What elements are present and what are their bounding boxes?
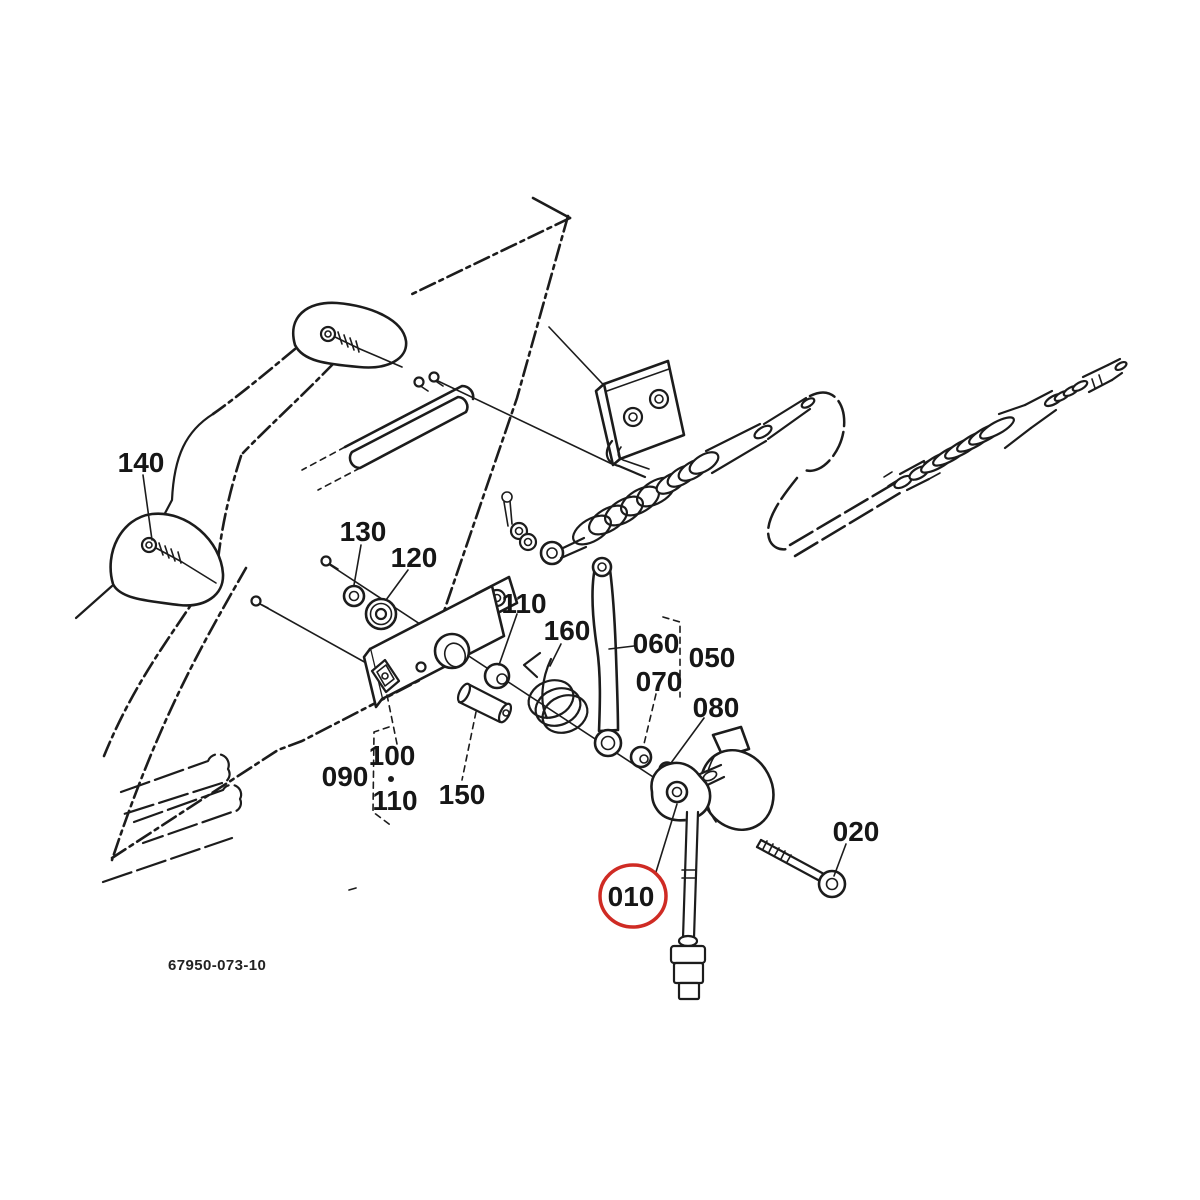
part-label-160[interactable]: 160: [544, 615, 591, 646]
panel-slot: [301, 384, 475, 491]
washer-pair: [509, 521, 538, 552]
part-label-080[interactable]: 080: [693, 692, 740, 723]
part-020-bolt: [755, 838, 847, 899]
part-label-150[interactable]: 150: [439, 779, 486, 810]
cable-wire: [767, 391, 902, 558]
part-130-washer: [342, 584, 366, 608]
part-060-lever: [591, 556, 623, 758]
part-label-140[interactable]: 140: [118, 447, 165, 478]
part-160-spring: [522, 651, 589, 734]
part-010-assembly: [650, 725, 775, 1001]
leader-lines: [142, 474, 847, 877]
part-label-110-lower[interactable]: 110: [372, 785, 417, 816]
part-labels: 140 130 120 110 160 060 050 070 080 090 …: [118, 447, 880, 912]
part-label-120[interactable]: 120: [391, 542, 438, 573]
cotter-pin: [501, 491, 513, 527]
cable-clevis: [539, 536, 588, 566]
part-label-050[interactable]: 050: [689, 642, 736, 673]
highlight-circle-010: [598, 863, 668, 929]
part-label-060[interactable]: 060: [633, 628, 680, 659]
part-070-bushing: [629, 745, 653, 769]
part-label-010-highlighted[interactable]: 010: [608, 881, 655, 912]
part-label-110-upper[interactable]: 110: [501, 588, 546, 619]
upper-grommet-and-bolt: [292, 301, 408, 369]
top-bracket: [594, 359, 686, 479]
part-label-100[interactable]: 100: [369, 740, 416, 771]
part-label-090[interactable]: 090: [322, 761, 369, 792]
drawing-number: 67950-073-10: [168, 957, 266, 974]
cable1-spring-boot: [572, 396, 816, 546]
part-100-plate: [362, 575, 519, 709]
part-120-washer: [364, 597, 398, 631]
part-label-020[interactable]: 020: [833, 816, 880, 847]
part-label-130[interactable]: 130: [340, 516, 387, 547]
body-outline: [74, 196, 572, 891]
part-110-bushing: [483, 662, 511, 690]
part-label-070[interactable]: 070: [636, 666, 683, 697]
part-140-grommet-bolt: [109, 512, 225, 607]
cable2-boot: [893, 357, 1128, 492]
part-150-spacer: [456, 682, 513, 724]
